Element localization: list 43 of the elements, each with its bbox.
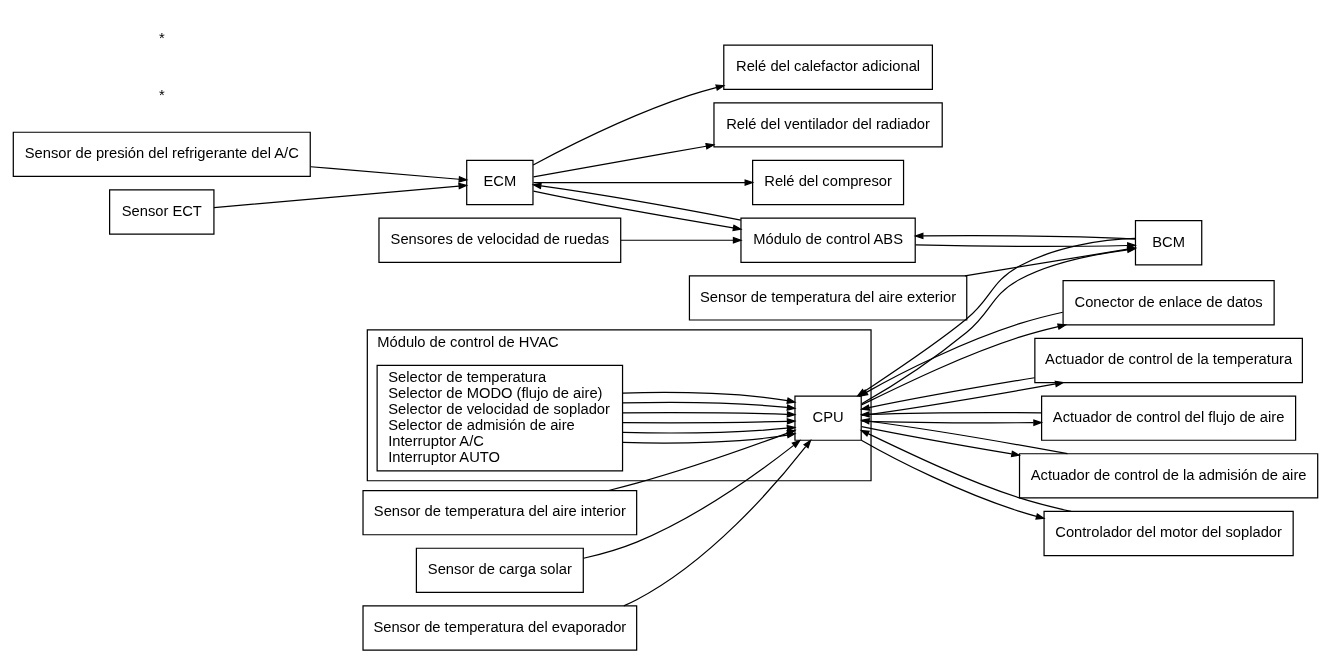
node-box: Relé del compresor	[752, 159, 905, 205]
node-box: Sensor de temperatura del evaporador	[362, 604, 638, 651]
arrow	[622, 410, 797, 418]
arrow	[532, 190, 743, 231]
node-box: Módulo de control ABS	[740, 217, 916, 263]
node-box: Sensor de temperatura del aire interior	[362, 489, 638, 535]
node-box: Sensor de temperatura del aire exterior	[688, 274, 968, 321]
node-box: Actuador de control de la admisión de aire	[1018, 452, 1319, 499]
arrow	[622, 417, 797, 425]
node-box: CPU	[794, 394, 862, 441]
node-box: ECM	[466, 159, 534, 205]
node-box: Relé del calefactor adicional	[723, 44, 933, 90]
arrow	[622, 424, 797, 433]
arrow	[532, 178, 755, 186]
node-box: Sensor de carga solar	[415, 547, 584, 593]
arrow	[861, 418, 1044, 426]
node-box: Sensor ECT	[109, 188, 215, 235]
arrow	[532, 142, 716, 177]
arrow	[622, 401, 797, 411]
node-box: BCM	[1134, 219, 1203, 265]
arrow	[913, 231, 1136, 240]
node-box: Selector de temperatura Selector de MODO (flujo de aire) Selector de velocidad de soplador Selector de admisión de aire Interruptor A/C Interruptor AUTO	[376, 364, 624, 472]
arrow	[213, 182, 469, 208]
arrow	[310, 165, 469, 183]
arrow	[623, 438, 812, 606]
arrow	[582, 438, 802, 559]
arrow	[532, 83, 726, 166]
node-box: Actuador de control de la temperatura	[1034, 337, 1303, 383]
label: *	[158, 29, 165, 46]
arrow	[622, 391, 797, 404]
arrow	[531, 182, 742, 221]
arrow	[620, 236, 743, 244]
arrow	[861, 380, 1065, 416]
label: *	[158, 86, 165, 103]
arrow	[861, 425, 1022, 457]
node-box: Actuador de control del flujo de aire	[1041, 394, 1297, 441]
node-box: Sensores de velocidad de ruedas	[378, 217, 622, 263]
node-box: Sensor de presión del refrigerante del A/C	[12, 131, 311, 177]
arrow	[859, 410, 1042, 418]
node-box: Conector de enlace de datos	[1062, 279, 1275, 326]
arrow	[860, 439, 1046, 520]
node-box: Controlador del motor del soplador	[1043, 510, 1294, 556]
node-box: Relé del ventilador del radiador	[713, 101, 943, 148]
